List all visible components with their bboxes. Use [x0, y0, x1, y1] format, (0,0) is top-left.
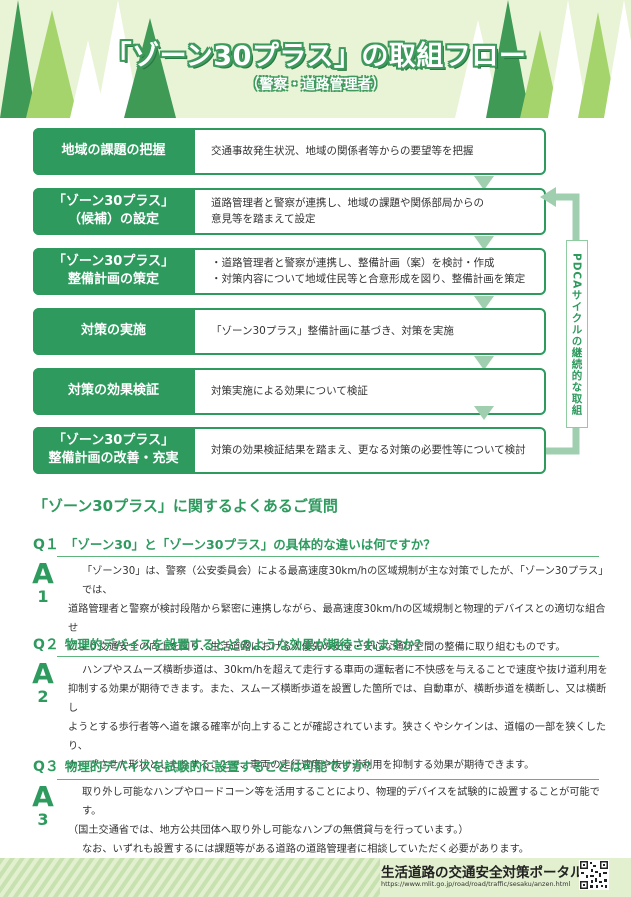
- flow-step-desc: 対策実施による効果について検証: [211, 370, 536, 412]
- tree-decoration: [0, 0, 631, 118]
- flow-step-label: 「ゾーン30プラス」 （候補）の設定: [32, 187, 195, 235]
- answer-mark-2: A 2: [32, 660, 54, 706]
- flow-step-desc-line: 対策実施による効果について検証: [211, 384, 368, 397]
- portal-title: 生活道路の交通安全対策ポータル: [381, 865, 584, 881]
- footer: 生活道路の交通安全対策ポータル https://www.mlit.go.jp/r…: [0, 858, 631, 897]
- question-number: Q１: [33, 537, 59, 553]
- flow-step-desc-line: 「ゾーン30プラス」整備計画に基づき、対策を実施: [211, 324, 454, 337]
- flow-step-desc-line: 対策の効果検証結果を踏まえ、更なる対策の必要性等について検討: [211, 443, 526, 456]
- flow-step-label: 地域の課題の把握: [32, 127, 195, 175]
- faq-question-3: Q３ 物理的デバイスを試験的に設置することは可能ですか？: [33, 756, 377, 776]
- flow-step-4: 対策の実施 「ゾーン30プラス」整備計画に基づき、対策を実施: [32, 307, 546, 355]
- flow-step-desc-line: 道路管理者と警察が連携し、地域の課題や関係部局からの: [211, 196, 484, 209]
- page-subtitle: （警察・道路管理者）: [245, 77, 386, 93]
- answer-letter: A: [32, 557, 54, 590]
- portal-url-link[interactable]: https://www.mlit.go.jp/road/road/traffic…: [381, 880, 571, 888]
- answer-line: なお、いずれも設置するには課題等がある道路の道路管理者に相談していただく必要があ…: [82, 844, 529, 855]
- flow-step-desc-line: 交通事故発生状況、地域の関係者等からの要望等を把握: [211, 144, 474, 157]
- flow-step-1: 地域の課題の把握 交通事故発生状況、地域の関係者等からの要望等を把握: [32, 127, 546, 175]
- down-arrow-icon: [474, 176, 494, 190]
- flow-step-label-text: 対策の効果検証: [67, 383, 159, 399]
- down-arrow-icon: [474, 236, 494, 250]
- answer-line: 道路管理者と警察が検討段階から緊密に連携しながら、最高速度30km/hの区域規制…: [68, 604, 606, 634]
- flow-step-label-line: 「ゾーン30プラス」: [52, 254, 175, 270]
- answer-number: 3: [37, 810, 49, 829]
- answer-text-3: 取り外し可能なハンプやロードコーン等を活用することにより、物理的デバイスを試験的…: [68, 783, 608, 859]
- down-arrow-icon: [474, 356, 494, 370]
- answer-line: 取り外し可能なハンプやロードコーン等を活用することにより、物理的デバイスを試験的…: [82, 787, 600, 817]
- down-arrow-icon: [474, 296, 494, 310]
- flow-step-6: 「ゾーン30プラス」 整備計画の改善・充実 対策の効果検証結果を踏まえ、更なる対…: [32, 426, 546, 474]
- answer-box-1: [57, 556, 599, 620]
- answer-line: 「ゾーン30」は、警察（公安委員会）による最高速度30km/hの区域規制が主な対…: [82, 566, 604, 596]
- flow-step-desc: 交通事故発生状況、地域の関係者等からの要望等を把握: [211, 130, 536, 172]
- question-text: 物理的デバイスを設置するとどのような効果が期待されますか？: [64, 637, 428, 652]
- stripe-decoration: [0, 858, 380, 897]
- page-title: 「ゾーン30プラス」の取組フロー: [104, 41, 527, 72]
- flow-step-label-line: 整備計画の改善・充実: [48, 451, 179, 466]
- answer-text-2: ハンプやスムーズ横断歩道は、30km/hを超えて走行する車両の運転者に不快感を与…: [68, 661, 608, 775]
- down-arrow-icon: [474, 406, 494, 420]
- flow-step-label-line: 「ゾーン30プラス」: [52, 194, 175, 210]
- faq-section-title: 「ゾーン30プラス」に関するよくあるご質問: [33, 497, 338, 515]
- flow-step-label-line: （候補）の設定: [67, 212, 159, 227]
- answer-line: （国土交通省では、地方公共団体へ取り外し可能なハンプの無償貸与を行っています。）: [68, 825, 469, 836]
- question-text: 「ゾーン30」と「ゾーン30プラス」の具体的な違いは何ですか？: [64, 537, 436, 552]
- answer-line: ハンプやスムーズ横断歩道は、30km/hを超えて走行する車両の運転者に不快感を与…: [82, 665, 608, 676]
- faq-question-2: Q２ 物理的デバイスを設置するとどのような効果が期待されますか？: [33, 634, 427, 654]
- answer-text-1: 「ゾーン30」は、警察（公安委員会）による最高速度30km/hの区域規制が主な対…: [68, 562, 608, 657]
- flow-step-desc: 「ゾーン30プラス」整備計画に基づき、対策を実施: [211, 310, 536, 352]
- qr-code-icon[interactable]: [579, 860, 609, 890]
- question-text: 物理的デバイスを試験的に設置することは可能ですか？: [64, 759, 378, 774]
- answer-box-2: [57, 656, 599, 742]
- flow-step-desc-line: ・対策内容について地域住民等と合意形成を図り、整備計画を策定: [211, 273, 526, 285]
- answer-letter: A: [32, 657, 54, 690]
- answer-number: 2: [37, 687, 49, 706]
- flow-step-desc: 対策の効果検証結果を踏まえ、更なる対策の必要性等について検討: [211, 429, 536, 471]
- flow-step-label: 対策の効果検証: [32, 367, 195, 415]
- question-number: Q２: [33, 637, 59, 653]
- pdca-cycle-label: PDCAサイクルの継続的な取組: [566, 240, 588, 428]
- question-number: Q３: [33, 759, 59, 775]
- answer-line: ようとする歩行者等へ道を譲る確率が向上することが確認されています。狭さくやシケイ…: [68, 722, 607, 752]
- flow-step-label: 「ゾーン30プラス」 整備計画の策定: [32, 247, 195, 295]
- flow-step-label-text: 対策の実施: [80, 323, 146, 339]
- flow-step-5: 対策の効果検証 対策実施による効果について検証: [32, 367, 546, 415]
- answer-line: カーブさせた形状としたりすることで、車両の走行速度や抜け道利用を抑制する効果が期…: [68, 760, 535, 771]
- flow-step-label-line: 「ゾーン30プラス」: [52, 433, 175, 449]
- header-banner: 「ゾーン30プラス」の取組フロー （警察・道路管理者）: [0, 0, 631, 118]
- flow-step-desc: 道路管理者と警察が連携し、地域の課題や関係部局からの 意見等を踏まえて設定: [211, 190, 536, 232]
- answer-letter: A: [32, 780, 54, 813]
- flow-step-3: 「ゾーン30プラス」 整備計画の策定 ・道路管理者と警察が連携し、整備計画（案）…: [32, 247, 546, 295]
- flow-step-label-line: 整備計画の策定: [67, 272, 159, 287]
- faq-question-1: Q１ 「ゾーン30」と「ゾーン30プラス」の具体的な違いは何ですか？: [33, 534, 436, 554]
- answer-line: 抑制する効果が期待できます。また、スムーズ横断歩道を設置した箇所では、自動車が、…: [68, 684, 607, 714]
- answer-box-3: [57, 779, 599, 843]
- answer-mark-1: A 1: [32, 560, 54, 606]
- flow-step-label: 「ゾーン30プラス」 整備計画の改善・充実: [32, 426, 195, 474]
- answer-number: 1: [37, 587, 49, 606]
- answer-line: により交通安全の向上を図り、生活道路における人優先の安全・安心な通行空間の整備に…: [68, 642, 566, 653]
- answer-mark-3: A 3: [32, 783, 54, 829]
- flow-step-desc-line: 意見等を踏まえて設定: [211, 213, 316, 225]
- flow-step-desc-line: ・道路管理者と警察が連携し、整備計画（案）を検討・作成: [211, 256, 495, 269]
- flow-step-label: 対策の実施: [32, 307, 195, 355]
- flow-step-2: 「ゾーン30プラス」 （候補）の設定 道路管理者と警察が連携し、地域の課題や関係…: [32, 187, 546, 235]
- flow-step-desc: ・道路管理者と警察が連携し、整備計画（案）を検討・作成 ・対策内容について地域住…: [211, 250, 536, 292]
- flow-step-label-text: 地域の課題の把握: [61, 143, 166, 159]
